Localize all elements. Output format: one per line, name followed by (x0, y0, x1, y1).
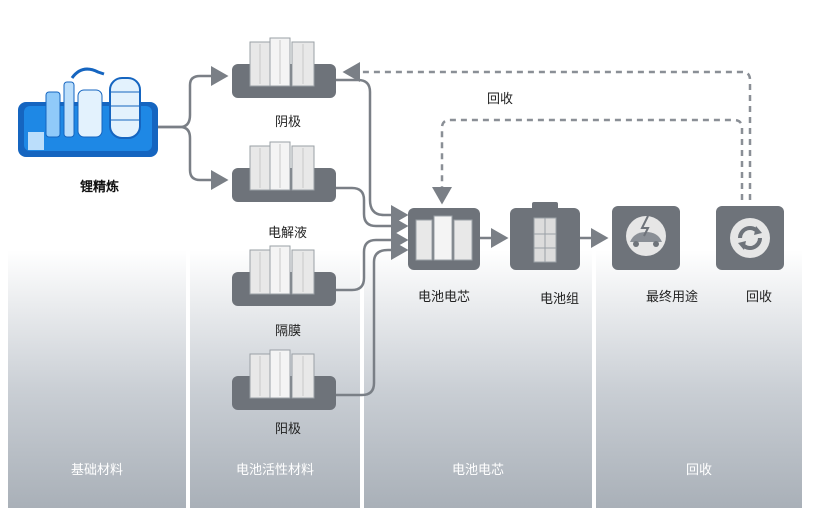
stage-label-base-materials: 基础材料 (70, 463, 123, 478)
recycle-icon (716, 206, 784, 270)
battery-cell-icon (408, 208, 480, 270)
dashed-return-to-cell (432, 118, 744, 205)
separator-label: 隔膜 (275, 324, 302, 339)
return-flow-label: 回收 (487, 92, 514, 107)
stage-label-battery-cells: 电池电芯 (451, 463, 504, 478)
stage-label-recycling: 回收 (685, 463, 712, 478)
stage-column-recycling: 回收 (596, 250, 802, 508)
battery-pack-label: 电池组 (540, 292, 580, 307)
recycle-label: 回收 (746, 290, 773, 305)
battery-cell-label: 电池电芯 (418, 290, 471, 305)
end-use-label: 最终用途 (646, 290, 699, 305)
cathode-module-icon (232, 37, 336, 98)
arrow-cathode-to-cell (336, 78, 409, 225)
arrow-electrolyte-to-cell (336, 186, 409, 236)
battery-pack-icon (510, 202, 580, 270)
electrolyte-label: 电解液 (268, 226, 308, 241)
separator-module-icon (232, 245, 336, 306)
stage-column-base-materials: 基础材料 (8, 250, 186, 508)
arrow-refinery-to-cathode (158, 66, 229, 129)
arrow-anode-to-cell (336, 240, 409, 397)
arrow-refinery-to-electrolyte (158, 125, 229, 190)
stage-label-active-materials: 电池活性材料 (235, 463, 314, 478)
electrolyte-module-icon (232, 141, 336, 202)
refinery-label: 锂精炼 (80, 180, 120, 195)
lithium-refinery-icon (18, 67, 158, 157)
anode-label: 阳极 (275, 422, 302, 437)
arrow-separator-to-cell (336, 230, 409, 292)
anode-module-icon (232, 349, 336, 410)
end-use-icon (612, 206, 680, 270)
cathode-label: 阴极 (275, 115, 302, 130)
dashed-return-to-cathode (342, 62, 752, 200)
stage-column-battery-cells: 电池电芯 (364, 250, 592, 508)
